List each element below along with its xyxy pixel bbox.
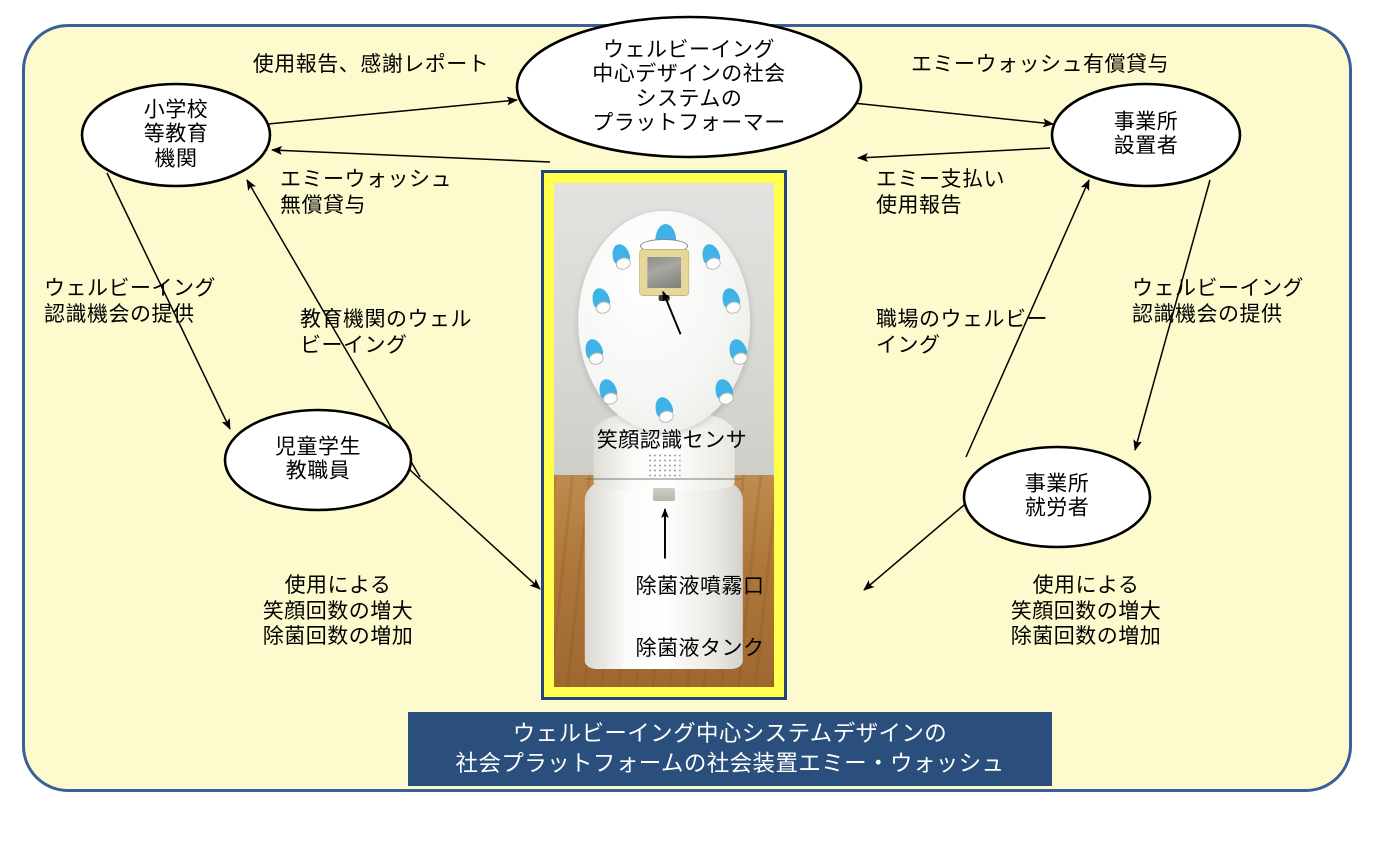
edge-label-paid-lending: エミーウォッシュ有償貸与 [911, 53, 1169, 76]
photo-callout-arrows [661, 290, 682, 559]
figure-banner: ウェルビーイング中心システムデザインの 社会プラットフォームの社会装置エミー・ウ… [408, 712, 1052, 786]
device-speaker-grill [647, 452, 681, 478]
edge-label-workplace-wb: 職場のウェルビー イング [876, 308, 1048, 357]
node-workers-shape[interactable] [962, 445, 1152, 549]
edge-label-free-lending: エミーウォッシュ 無償貸与 [280, 168, 452, 217]
node-platform-shape[interactable] [515, 15, 863, 159]
photo-callout-liquid-tank: 除菌液タンク [635, 637, 765, 660]
arrow-owner-to-platform [857, 147, 1051, 162]
arrow-platform-to-owner [852, 102, 1054, 128]
edge-label-school-wellbeing: 教育機関のウェル ビーイング [300, 308, 472, 357]
arrow-school-to-students [106, 172, 231, 430]
device-seam [584, 477, 744, 480]
photo-callout-spray-nozzle: 除菌液噴霧口 [635, 575, 765, 598]
arrow-emmy-to-school [246, 179, 421, 478]
emmy-wash-photo [541, 170, 787, 700]
edge-label-report-thanks: 使用報告、感謝レポート [252, 53, 490, 76]
arrow-students-to-emmy [397, 458, 541, 590]
device-spray-nozzle [653, 487, 675, 501]
arrow-workers-to-emmy [863, 499, 971, 591]
edge-label-usage-effect-left: 使用による 笑顔回数の増大 除菌回数の増加 [262, 574, 414, 649]
arrow-school-to-platform [267, 96, 518, 125]
arrow-owner-to-workers [1133, 179, 1211, 451]
emmy-wash-photo-inner [554, 183, 774, 687]
edge-label-emmy-payment: エミー支払い 使用報告 [876, 168, 1005, 217]
photo-callout-smile-sensor: 笑顔認識センサ [596, 429, 748, 452]
node-owner-shape[interactable] [1050, 82, 1242, 188]
node-school-shape[interactable] [80, 82, 272, 188]
callout-arrow-sensor [662, 290, 682, 335]
edge-label-wb-awareness-left: ウェルビーイング 認識機会の提供 [44, 277, 216, 326]
node-students-shape[interactable] [223, 408, 413, 512]
edge-label-wb-awareness-right: ウェルビーイング 認識機会の提供 [1132, 277, 1304, 326]
arrow-platform-to-school [271, 145, 551, 163]
device-head-panel [578, 210, 750, 433]
arrow-emmy-to-owner [965, 179, 1090, 458]
edge-label-usage-effect-right: 使用による 笑顔回数の増大 除菌回数の増加 [1010, 574, 1162, 649]
